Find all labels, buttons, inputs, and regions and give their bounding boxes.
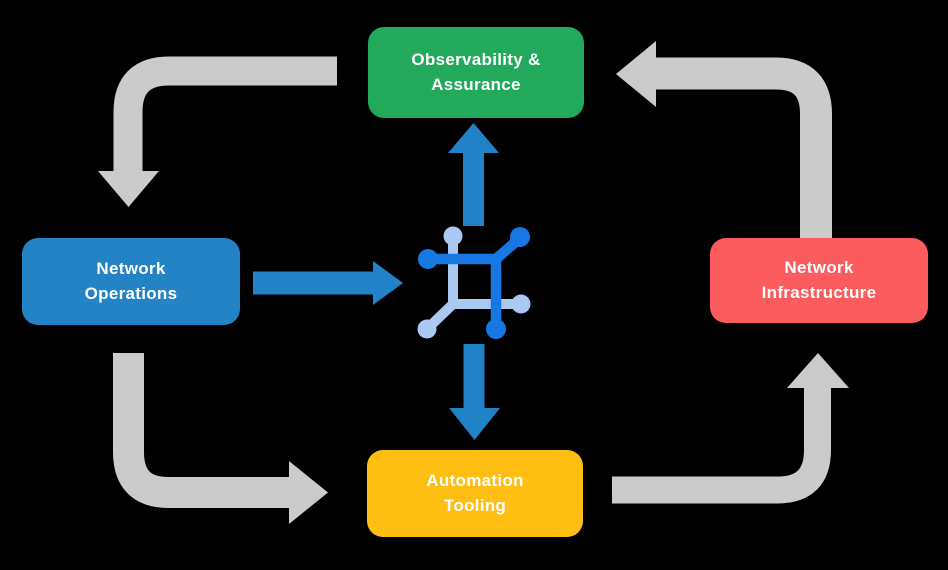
node-network-infrastructure: Network Infrastructure	[710, 238, 928, 323]
node-infrastructure-label-line2: Infrastructure	[761, 282, 877, 302]
node-network-operations: Network Operations	[22, 238, 240, 325]
node-observability-assurance: Observability & Assurance	[368, 27, 584, 118]
node-automation-label-line1: Automation	[426, 470, 524, 490]
network-hub-icon-light-half	[417, 226, 531, 339]
arrow-hub-to-observability	[448, 123, 499, 226]
node-observability-label-line1: Observability &	[411, 49, 541, 69]
node-observability-label-line2: Assurance	[431, 74, 521, 94]
arrow-observability-to-operations	[98, 56, 337, 207]
arrow-automation-to-infrastructure	[612, 353, 849, 504]
arrow-operations-to-hub	[253, 261, 403, 305]
arrow-operations-to-automation	[113, 353, 328, 524]
node-infrastructure-label-line1: Network	[784, 257, 854, 277]
network-hub-icon-dark-half	[418, 227, 530, 339]
arrow-hub-to-automation	[449, 344, 500, 440]
network-hub-icon	[417, 226, 531, 339]
node-automation-tooling: Automation Tooling	[367, 450, 583, 537]
node-automation-label-line2: Tooling	[443, 495, 507, 515]
node-operations-label-line2: Operations	[84, 283, 178, 303]
arrow-infrastructure-to-observability	[616, 41, 832, 238]
node-operations-label-line1: Network	[96, 258, 166, 278]
